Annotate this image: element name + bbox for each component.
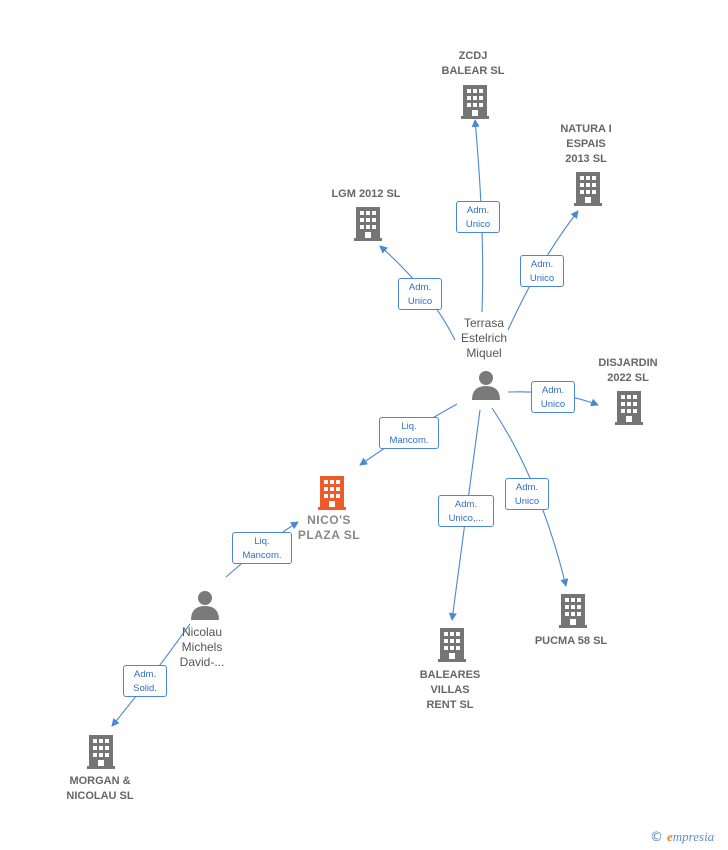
edge-label-zcdj[interactable]: Adm.Unico xyxy=(456,201,500,233)
edge-label-nicos-nicolau[interactable]: Liq.Mancom. xyxy=(232,532,292,564)
nicos-building-icon[interactable] xyxy=(317,476,347,510)
natura-building-icon[interactable] xyxy=(573,172,603,206)
morgan-building-icon[interactable] xyxy=(86,735,116,769)
lgm-label[interactable]: LGM 2012 SL xyxy=(331,188,401,200)
disjardin-building-icon[interactable] xyxy=(614,391,644,425)
edge-label-pucma[interactable]: Adm.Unico xyxy=(505,478,549,510)
pucma-label[interactable]: PUCMA 58 SL xyxy=(534,635,608,647)
nicolau-person-icon[interactable] xyxy=(190,590,220,620)
morgan-label[interactable]: MORGAN &NICOLAU SL xyxy=(66,775,134,802)
copyright-icon: © xyxy=(650,830,663,845)
edge-label-lgm[interactable]: Adm.Unico xyxy=(398,278,442,310)
edge-label-morgan[interactable]: Adm.Solid. xyxy=(123,665,167,697)
zcdj-building-icon[interactable] xyxy=(460,85,490,119)
terrasa-person-icon[interactable] xyxy=(471,370,501,400)
empresia-logo[interactable]: ©empresia xyxy=(650,829,715,845)
lgm-building-icon[interactable] xyxy=(353,207,383,241)
edge-label-disjardin[interactable]: Adm.Unico xyxy=(531,381,575,413)
edge-label-natura[interactable]: Adm.Unico xyxy=(520,255,564,287)
edge-label-baleares[interactable]: Adm.Unico,... xyxy=(438,495,494,527)
pucma-building-icon[interactable] xyxy=(558,594,588,628)
baleares-building-icon[interactable] xyxy=(437,628,467,662)
edge-label-nicos-terrasa[interactable]: Liq.Mancom. xyxy=(379,417,439,449)
